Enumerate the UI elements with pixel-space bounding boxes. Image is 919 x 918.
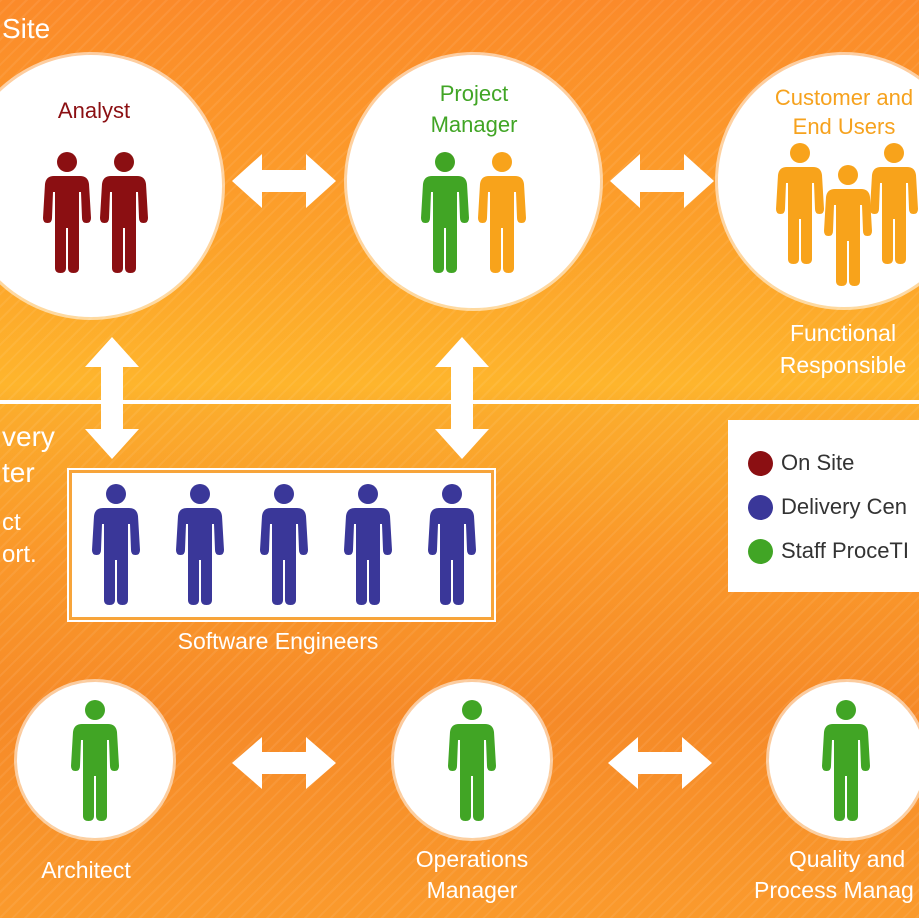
quality-manager-person-icon xyxy=(822,700,870,821)
legend: On Site Delivery Cen Staff ProceTI xyxy=(728,420,919,592)
software-engineer-person-icon xyxy=(92,484,140,605)
project-manager-label-line2: Manager xyxy=(430,112,518,137)
legend-item-on-site: On Site xyxy=(748,448,854,478)
operations-manager-person-icon xyxy=(448,700,496,821)
functional-label-line1: Functional xyxy=(789,320,897,346)
legend-label: Staff ProceTI xyxy=(781,538,909,563)
ops-quality-double-arrow-icon xyxy=(608,737,712,789)
quality-manager-label-line2: Process Manag xyxy=(754,877,914,903)
architect-ops-double-arrow-icon xyxy=(232,737,336,789)
customer-person-icon xyxy=(870,143,918,264)
legend-dot-icon xyxy=(748,494,773,520)
project-manager-person-icon xyxy=(421,152,469,273)
architect-person-icon xyxy=(71,700,119,821)
project-manager-circle xyxy=(347,55,600,308)
operations-manager-label-line2: Manager xyxy=(426,877,518,903)
delivery-zone-label-line1: very xyxy=(2,421,55,452)
customer-person-icon xyxy=(478,152,526,273)
legend-label: Delivery Cen xyxy=(781,494,907,519)
software-engineer-person-icon xyxy=(344,484,392,605)
customer-person-icon xyxy=(776,143,824,264)
software-engineer-person-icon xyxy=(428,484,476,605)
legend-item-staff: Staff ProceTI xyxy=(748,536,909,566)
legend-dot-icon xyxy=(748,538,773,564)
quality-manager-label-line1: Quality and xyxy=(788,846,906,872)
on-site-zone-label: Site xyxy=(2,13,51,44)
customer-label-line2: End Users xyxy=(792,114,896,139)
customer-person-icon xyxy=(824,165,872,286)
software-engineer-person-icon xyxy=(260,484,308,605)
project-manager-label-line1: Project xyxy=(439,81,509,106)
analyst-pm-double-arrow-icon xyxy=(232,154,336,208)
customer-label-line1: Customer and xyxy=(774,85,914,110)
operations-manager-label-line1: Operations xyxy=(415,846,529,872)
pm-customer-double-arrow-icon xyxy=(610,154,714,208)
software-engineers-label: Software Engineers xyxy=(177,628,379,654)
functional-label-line2: Responsible xyxy=(779,352,907,378)
analyst-person-icon xyxy=(100,152,148,273)
pm-engineers-double-arrow-icon xyxy=(435,337,489,459)
analyst-engineers-double-arrow-icon xyxy=(85,337,139,459)
software-engineer-person-icon xyxy=(176,484,224,605)
legend-label: On Site xyxy=(781,450,855,475)
architect-label: Architect xyxy=(41,857,131,883)
analyst-label: Analyst xyxy=(57,98,131,123)
delivery-zone-label-line3: ct xyxy=(2,509,21,536)
delivery-zone-label-line2: ter xyxy=(2,457,35,488)
analyst-person-icon xyxy=(43,152,91,273)
delivery-zone-label-line4: ort. xyxy=(2,541,37,568)
legend-item-delivery-center: Delivery Cen xyxy=(748,492,907,522)
legend-dot-icon xyxy=(748,450,773,476)
